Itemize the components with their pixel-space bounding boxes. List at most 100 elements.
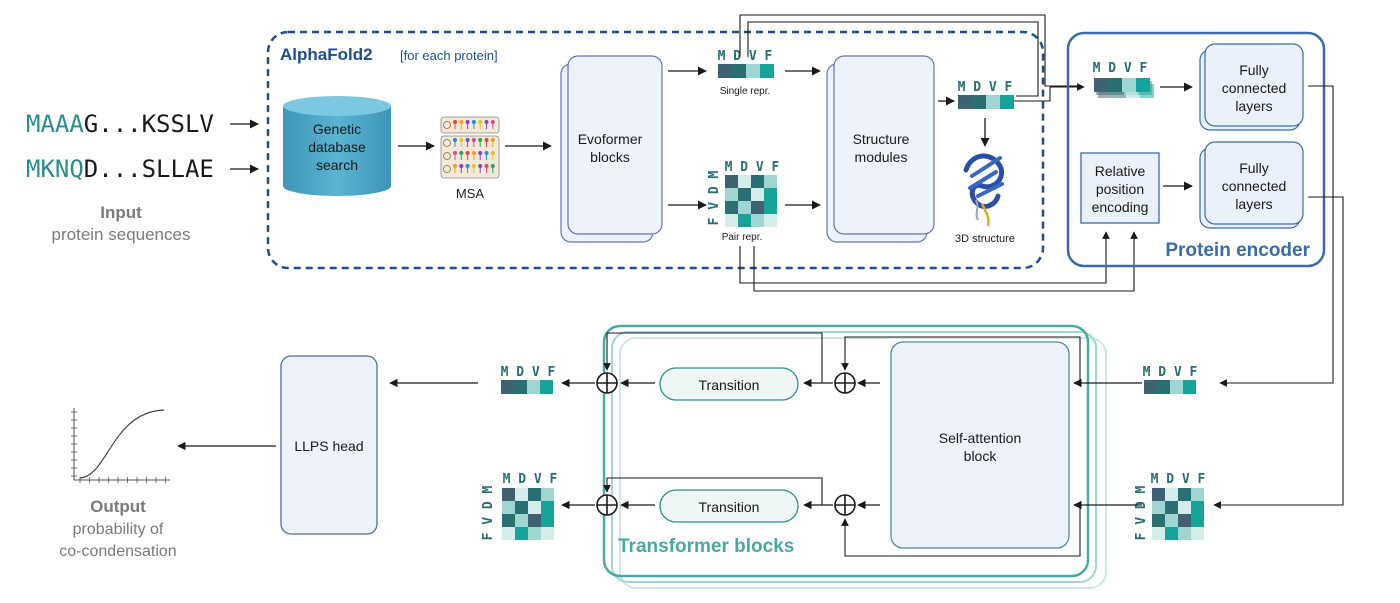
single-route-line-1 <box>739 14 1082 87</box>
single-route-line-2 <box>747 21 1039 97</box>
transition-block-2 <box>659 489 799 523</box>
msa-species-icon <box>443 121 451 129</box>
pair-cell <box>541 488 554 501</box>
transformer-title: Transformer blocks <box>618 536 794 557</box>
residual-line-pair <box>841 505 1081 557</box>
transformer-in-single-strip <box>1144 380 1196 394</box>
pair-cell <box>764 175 777 188</box>
pair-repr-letters-top: M D V F <box>725 160 780 175</box>
pair-cell <box>738 201 751 214</box>
pair-cell <box>725 175 738 188</box>
encoder-tokens-strip <box>1094 78 1154 98</box>
fc2-label-1: Fully <box>1239 160 1269 176</box>
pair-cell <box>541 527 554 540</box>
pair-cell <box>738 175 751 188</box>
llps-head-label: LLPS head <box>294 438 363 454</box>
msa-species-icon <box>443 165 451 173</box>
residual2-line-single <box>603 332 823 383</box>
msa-pin <box>459 119 464 125</box>
protein-encoder-frame <box>1066 31 1326 268</box>
evoformer-block <box>567 55 663 235</box>
pair-repr-label: Pair repr. <box>722 232 763 243</box>
repr-cell <box>958 95 972 109</box>
msa-pin <box>452 163 458 169</box>
pair-cell <box>1165 527 1178 540</box>
transformer-section: Transformer blocks Self-attention block … <box>389 324 1206 589</box>
pair-cell <box>1191 527 1204 540</box>
relpos-label-3: encoding <box>1092 199 1149 215</box>
msa-pin <box>484 137 489 143</box>
transformer-in-pair-matrix <box>1152 488 1204 540</box>
database-cylinder-icon <box>283 96 391 196</box>
transformer-out-pair-letters-side: F V D M <box>481 485 496 540</box>
msa-pin <box>478 163 483 169</box>
pair-cell <box>751 188 764 201</box>
repr-cell <box>986 95 1000 109</box>
pair-cell <box>1178 488 1191 501</box>
pair-cell <box>502 501 515 514</box>
pair-cell <box>764 201 777 214</box>
msa-species-icon <box>443 152 451 160</box>
pair-cell <box>528 514 541 527</box>
single-repr-letters: M D V F <box>718 49 773 64</box>
pair-cell <box>738 188 751 201</box>
pair-cell <box>751 175 764 188</box>
repr-cell <box>972 95 986 109</box>
struct-route-line <box>1014 87 1051 102</box>
pair-cell <box>502 527 515 540</box>
token-cell <box>1094 78 1108 92</box>
add-node-icon-4 <box>596 494 618 516</box>
database-label-2: database <box>308 139 366 155</box>
pair-route-line-1 <box>739 231 1110 284</box>
msa-pin <box>484 119 489 125</box>
add-node-icon-2 <box>834 494 856 516</box>
residual-line-single <box>841 336 1081 383</box>
pair-cell <box>751 201 764 214</box>
fc1-block <box>1204 43 1304 127</box>
input-title: Input <box>100 203 142 222</box>
repr-cell <box>1157 380 1170 394</box>
output-line-2: co-condensation <box>59 543 176 560</box>
pair-cell <box>515 488 528 501</box>
single-repr-label: Single repr. <box>720 86 771 97</box>
evoformer-label-1: Evoformer <box>578 131 643 147</box>
transformer-in-pair-letters-top: M D V F <box>1151 472 1206 487</box>
msa-icon <box>440 116 500 179</box>
msa-pin <box>471 137 476 143</box>
pair-cell <box>725 201 738 214</box>
input-sequence-2: MKNQD...SLLAE <box>26 155 214 183</box>
token-cell <box>1136 78 1150 92</box>
pair-repr-letters-side: F V D M <box>707 170 722 225</box>
transformer-frame-back-1 <box>611 331 1097 583</box>
msa-pin <box>465 163 470 169</box>
single-repr-strip <box>718 64 774 78</box>
repr-cell <box>760 64 774 78</box>
structure-output-letters: M D V F <box>958 80 1013 95</box>
pair-cell <box>515 514 528 527</box>
pair-cell <box>738 214 751 227</box>
pair-cell <box>1178 501 1191 514</box>
relpos-label-2: position <box>1096 181 1144 197</box>
pair-cell <box>1152 488 1165 501</box>
transformer-in-pair-letters-side: F V D M <box>1134 485 1149 540</box>
fc1-label-2: connected <box>1222 80 1287 96</box>
self-attention-label-1: Self-attention <box>939 430 1022 446</box>
llps-head-block <box>280 355 378 535</box>
self-attention-block <box>890 341 1070 549</box>
msa-pin <box>471 163 476 169</box>
repr-cell <box>501 380 514 394</box>
msa-species-icon <box>443 139 451 147</box>
database-label-3: search <box>316 157 358 173</box>
pair-cell <box>725 214 738 227</box>
llps-output-section: LLPS head Output probability of co-conde… <box>59 355 378 560</box>
fc2-block <box>1204 141 1304 225</box>
pair-cell <box>1178 527 1191 540</box>
pair-cell <box>725 188 738 201</box>
protein-structure-icon <box>963 153 1004 227</box>
protein-encoder-section: M D V F Fully connected layers Relative … <box>1066 31 1344 509</box>
sigmoid-plot-icon <box>71 408 170 483</box>
af-to-encoder-routing <box>739 14 1138 292</box>
msa-pin <box>490 163 495 169</box>
add-node-icon-3 <box>596 372 618 394</box>
